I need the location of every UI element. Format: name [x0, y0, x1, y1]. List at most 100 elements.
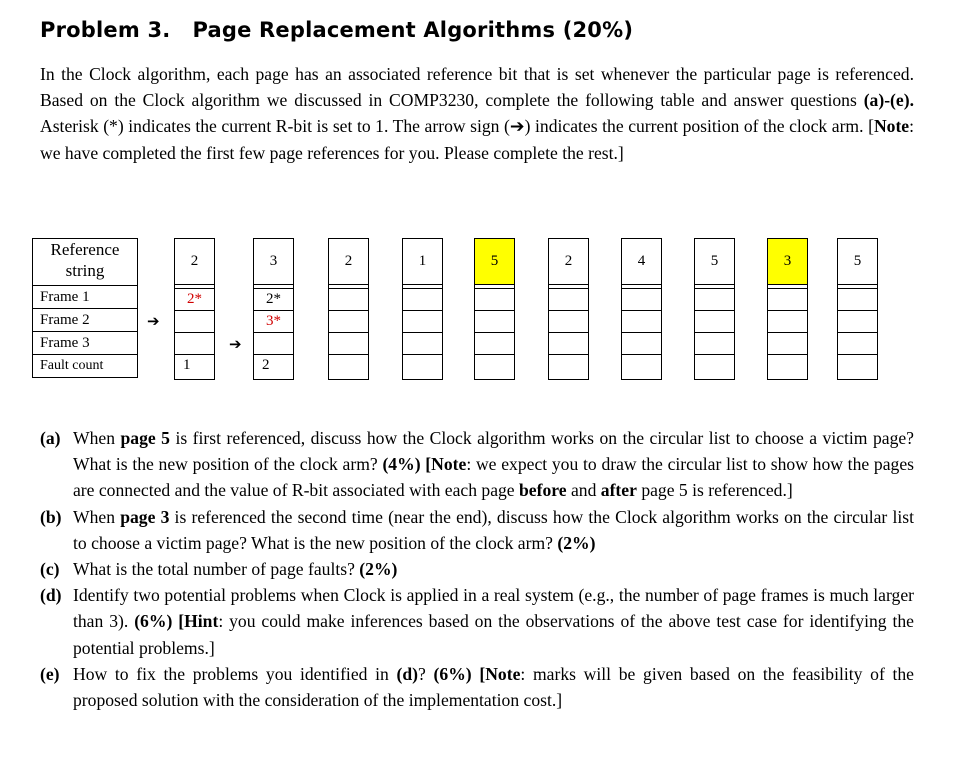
question-d-text: : you could make inferences based on the… [73, 611, 914, 658]
frame-3-cell[interactable] [695, 333, 734, 355]
reference-page-cell: 2 [329, 239, 368, 285]
frame-3-cell[interactable] [329, 333, 368, 355]
question-a-label: (a) [40, 428, 61, 448]
frame-1-cell[interactable] [403, 289, 442, 311]
row-label-frame3: Frame 3 [33, 332, 137, 355]
reference-column: 1 [402, 238, 443, 380]
row-label-fault-count: Fault count [40, 358, 104, 373]
question-e-bold: (6%) [Note [433, 663, 521, 684]
frame-1-cell[interactable] [329, 289, 368, 311]
reference-header-line1: Reference [50, 240, 120, 259]
row-label-frame2: Frame 2 [33, 309, 137, 332]
question-a: (a) When page 5 is first referenced, dis… [40, 425, 914, 504]
column-divider [475, 285, 514, 289]
frame-3-cell[interactable] [175, 333, 214, 355]
question-c-bold: (2%) [359, 559, 398, 580]
fault-count-cell[interactable] [768, 355, 807, 376]
frame-3-cell[interactable] [622, 333, 661, 355]
reference-page-cell: 2 [549, 239, 588, 285]
reference-column: 5 [837, 238, 878, 380]
fault-count-cell[interactable] [622, 355, 661, 376]
question-e-text: How to fix the problems you identified i… [73, 663, 397, 684]
question-a-bold: before [519, 480, 567, 501]
question-a-text: When [73, 428, 121, 448]
frame-3-cell[interactable] [549, 333, 588, 355]
reference-column: 3 [767, 238, 808, 380]
reference-page-cell: 4 [622, 239, 661, 285]
frame-1-cell[interactable] [695, 289, 734, 311]
question-d-label: (d) [40, 585, 62, 606]
question-c: (c) What is the total number of page fau… [40, 556, 914, 582]
intro-text-1: In the Clock algorithm, each page has an… [40, 64, 914, 111]
question-b-text: is referenced the second time (near the … [73, 506, 914, 553]
reference-column: 2 [548, 238, 589, 380]
reference-column: 5 [474, 238, 515, 380]
fault-count-cell[interactable] [403, 355, 442, 376]
question-d-bold: (6%) [Hint [134, 611, 219, 632]
question-d: (d) Identify two potential problems when… [40, 582, 914, 661]
reference-page-cell: 3 [254, 239, 293, 285]
column-divider [403, 285, 442, 289]
frame-3-cell[interactable] [838, 333, 877, 355]
column-divider [329, 285, 368, 289]
problem-heading: Page Replacement Algorithms (20%) [192, 18, 634, 42]
fault-count-cell[interactable] [695, 355, 734, 376]
reference-page-cell: 1 [403, 239, 442, 285]
question-e-text: : marks will be given based on the feasi… [73, 663, 914, 711]
question-a-bold: page 5 [120, 428, 170, 448]
frame-3-cell[interactable] [403, 333, 442, 355]
frame-3-cell[interactable] [475, 333, 514, 355]
fault-count-cell[interactable] [838, 355, 877, 376]
frame-2-cell[interactable] [838, 311, 877, 333]
frame-1-cell[interactable]: 2* [175, 289, 214, 311]
problem-number: Problem 3. [40, 18, 171, 42]
column-divider [622, 285, 661, 289]
fault-count-cell[interactable]: 1 [183, 357, 191, 373]
fault-count-cell[interactable] [549, 355, 588, 376]
frame-1-cell[interactable]: 2* [254, 289, 293, 311]
question-e: (e) How to fix the problems you identifi… [40, 661, 914, 713]
question-a-text: and [566, 480, 601, 501]
question-a-text: : we expect you to draw the circular lis… [73, 454, 914, 501]
question-c-text: What is the total number of page faults? [73, 559, 360, 580]
frame-2-cell[interactable] [329, 311, 368, 333]
frame-2-cell[interactable] [768, 311, 807, 333]
question-a-bold: after [600, 480, 637, 501]
intro-note-label: Note [873, 116, 910, 137]
frame-1-cell[interactable] [475, 289, 514, 311]
frame-3-cell[interactable] [254, 333, 293, 355]
frame-2-cell[interactable] [549, 311, 588, 333]
frame-2-cell[interactable] [475, 311, 514, 333]
reference-header-line2: string [65, 261, 105, 280]
row-label-frame1: Frame 1 [33, 286, 137, 309]
question-e-label: (e) [40, 663, 60, 684]
reference-column: 3 2*3* 2 [253, 238, 294, 380]
question-list: (a) When page 5 is first referenced, dis… [40, 425, 914, 713]
column-divider [768, 285, 807, 289]
reference-page-cell: 5 [695, 239, 734, 285]
fault-count-cell[interactable] [475, 355, 514, 376]
fault-count-cell[interactable] [329, 355, 368, 376]
frame-1-cell[interactable] [768, 289, 807, 311]
frame-2-cell[interactable] [175, 311, 214, 333]
question-d-text: Identify two potential problems when Clo… [73, 585, 914, 632]
intro-note-text: : we have completed the first few page r… [40, 116, 914, 163]
frame-2-cell[interactable]: 3* [254, 311, 293, 333]
question-b: (b) When page 3 is referenced the second… [40, 504, 914, 556]
intro-parts-label: (a)-(e). [863, 90, 914, 111]
frame-3-cell[interactable] [768, 333, 807, 355]
question-b-label: (b) [40, 506, 62, 527]
fault-count-cell[interactable]: 2 [262, 357, 270, 373]
frame-2-cell[interactable] [403, 311, 442, 333]
frame-1-cell[interactable] [838, 289, 877, 311]
column-divider [695, 285, 734, 289]
frame-2-cell[interactable] [695, 311, 734, 333]
intro-paragraph: In the Clock algorithm, each page has an… [40, 61, 914, 166]
frame-2-cell[interactable] [622, 311, 661, 333]
intro-note-open: [ [868, 116, 874, 137]
frame-1-cell[interactable] [622, 289, 661, 311]
question-a-text: is first referenced, discuss how the Clo… [73, 428, 914, 475]
frame-1-cell[interactable] [549, 289, 588, 311]
problem-title: Problem 3. Page Replacement Algorithms (2… [40, 18, 633, 42]
